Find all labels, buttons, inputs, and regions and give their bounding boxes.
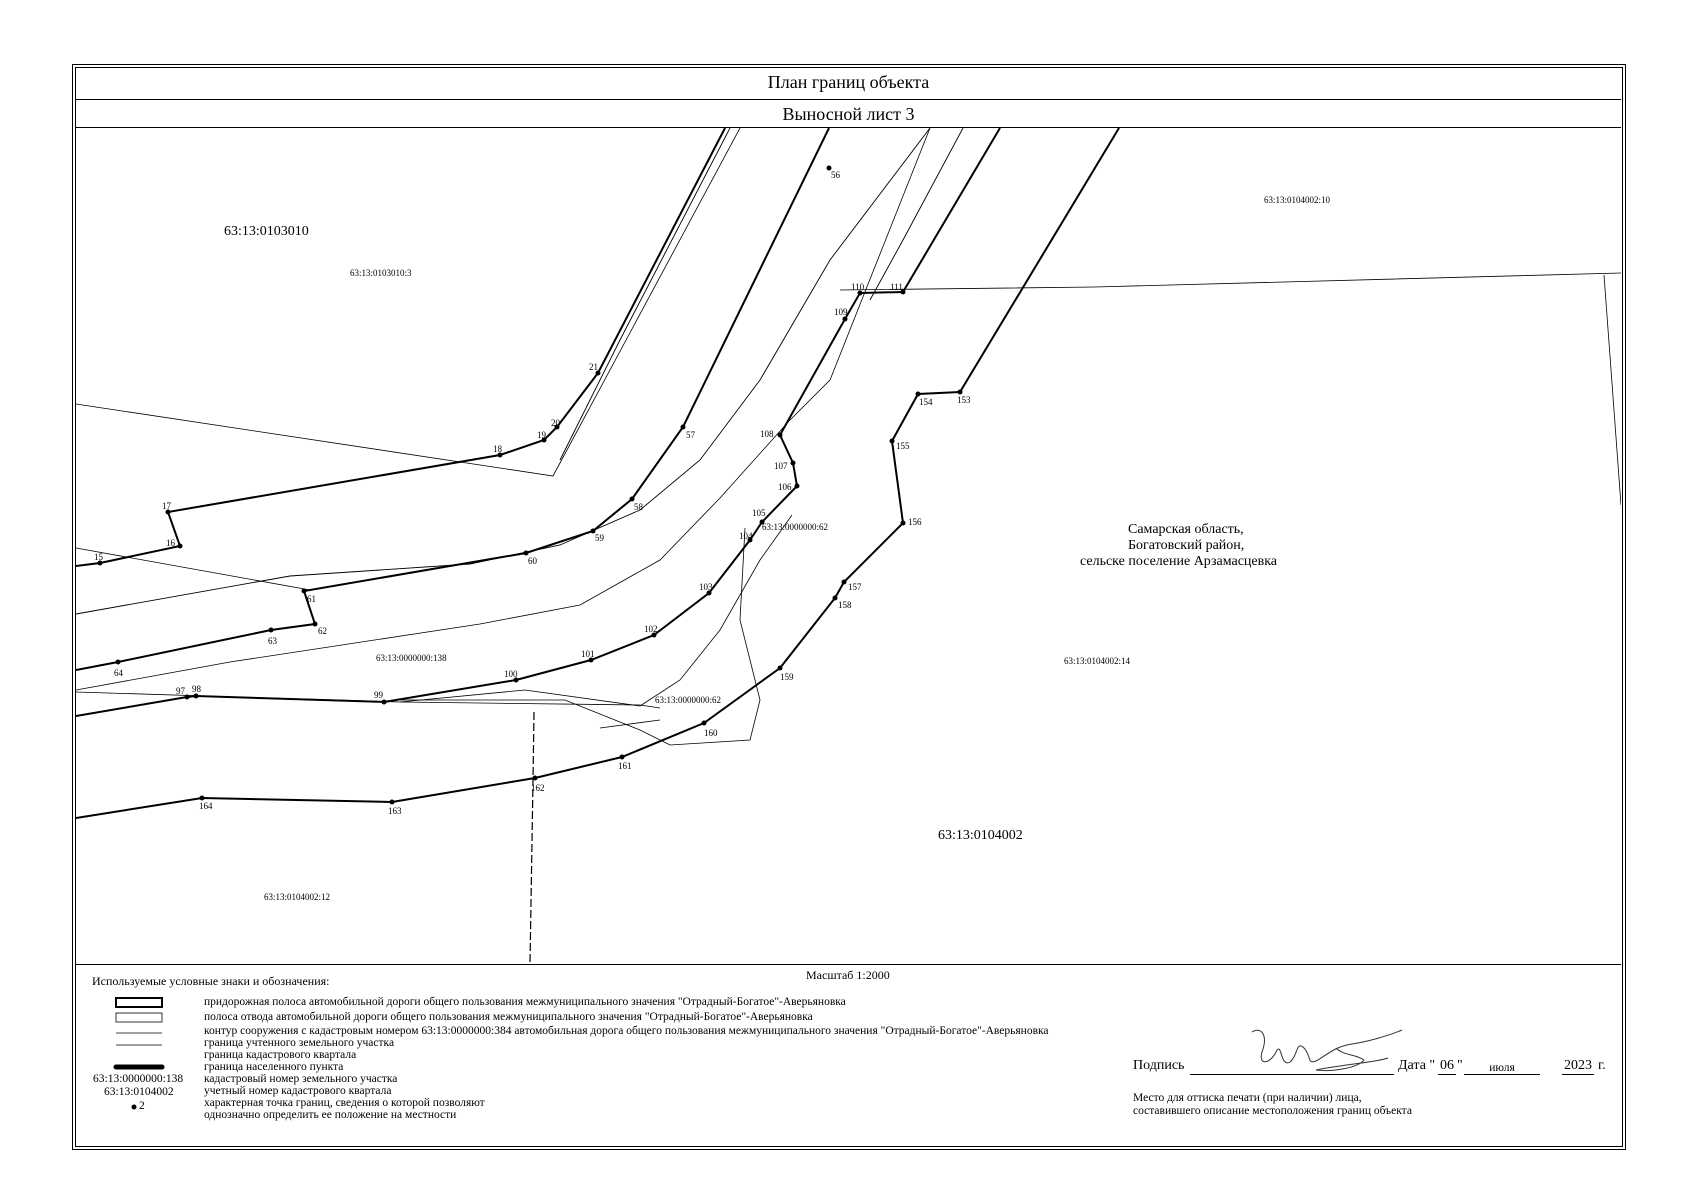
legend-point-label-sample: 2 bbox=[139, 1100, 145, 1112]
point-label: 109 bbox=[834, 307, 848, 317]
legend-symbols bbox=[113, 997, 165, 1110]
point-label: 105 bbox=[752, 508, 766, 518]
settlement-label-line3: сельске поселение Арзамасцевка bbox=[1080, 554, 1278, 569]
point-label: 20 bbox=[551, 418, 560, 428]
legend-item: придорожная полоса автомобильной дороги … bbox=[204, 996, 846, 1008]
title-divider bbox=[76, 99, 1621, 100]
legend-point-symbol bbox=[131, 1104, 137, 1110]
date-month: июля bbox=[1464, 1062, 1540, 1075]
point-label: 107 bbox=[774, 461, 788, 471]
parcel-label: 63:13:0104002:14 bbox=[1064, 656, 1131, 666]
point-label: 108 bbox=[760, 429, 774, 439]
point-label: 157 bbox=[848, 582, 862, 592]
parcel-label: 63:13:0000000:138 bbox=[376, 653, 447, 663]
date-day: 06 bbox=[1438, 1058, 1456, 1075]
legend-item: характерная точка границ, сведения о кот… bbox=[204, 1097, 485, 1109]
point-label: 56 bbox=[831, 170, 840, 180]
stamp-note-line1: Место для оттиска печати (при наличии) л… bbox=[1133, 1092, 1362, 1104]
point-label: 61 bbox=[307, 594, 316, 604]
stamp-note-line2: составившего описание местоположения гра… bbox=[1133, 1105, 1412, 1117]
point-label: 63 bbox=[268, 636, 277, 646]
date-label: Дата " bbox=[1398, 1058, 1436, 1073]
legend-item: контур сооружения с кадастровым номером … bbox=[204, 1025, 1049, 1037]
legend-quarter-number-sample: 63:13:0104002 bbox=[104, 1086, 174, 1098]
point-label: 15 bbox=[94, 552, 103, 562]
parcel-label: 63:13:0104002:10 bbox=[1264, 195, 1331, 205]
sheet-outer-frame bbox=[72, 64, 1626, 1150]
quarter-label: 63:13:0103010 bbox=[224, 224, 309, 239]
legend-roadside-strip-symbol bbox=[115, 997, 163, 1008]
point-label: 21 bbox=[589, 362, 598, 372]
point-label: 62 bbox=[318, 626, 327, 636]
point-label: 153 bbox=[957, 395, 971, 405]
settlement-label-line1: Самарская область, bbox=[1128, 522, 1244, 537]
point-label: 155 bbox=[896, 441, 910, 451]
parcel-boundaries bbox=[76, 128, 1621, 746]
point-label: 58 bbox=[634, 502, 643, 512]
sheet-subtitle: Выносной лист 3 bbox=[782, 104, 915, 124]
point-label: 104 bbox=[739, 531, 753, 541]
map-scale: Масштаб 1:2000 bbox=[806, 968, 890, 982]
date-year: 2023 bbox=[1562, 1058, 1594, 1075]
point-label: 110 bbox=[851, 282, 865, 292]
point-label: 162 bbox=[531, 783, 545, 793]
legend-title: Используемые условные знаки и обозначени… bbox=[92, 974, 330, 988]
point-label: 101 bbox=[581, 649, 595, 659]
point-label: 97 bbox=[176, 686, 185, 696]
point-label: 111 bbox=[890, 282, 903, 292]
legend-item: однозначно определить ее положение на ме… bbox=[204, 1109, 457, 1121]
point-label: 100 bbox=[504, 669, 518, 679]
handwritten-signature bbox=[1251, 1029, 1403, 1071]
point-label: 106 bbox=[778, 482, 792, 492]
quarter-label: 63:13:0104002 bbox=[938, 828, 1023, 843]
point-label: 18 bbox=[493, 444, 502, 454]
signature-line bbox=[1190, 1074, 1394, 1075]
sheet-inner-frame bbox=[75, 67, 1623, 1147]
point-label: 59 bbox=[595, 533, 604, 543]
legend-item: граница кадастрового квартала bbox=[204, 1049, 357, 1061]
legend-parcel-number-sample: 63:13:0000000:138 bbox=[93, 1073, 184, 1085]
date-quote-close: " bbox=[1457, 1058, 1463, 1073]
point-label: 160 bbox=[704, 728, 718, 738]
legend-item: учетный номер кадастрового квартала bbox=[204, 1085, 392, 1097]
parcel-label: 63:13:0000000:62 bbox=[762, 522, 829, 532]
page-title: План границ объекта bbox=[767, 72, 930, 92]
point-label: 158 bbox=[838, 600, 852, 610]
boundary-points bbox=[97, 165, 963, 805]
point-label: 161 bbox=[618, 761, 632, 771]
point-label: 159 bbox=[780, 672, 794, 682]
map-top-border bbox=[76, 127, 1621, 128]
legend-item: граница населенного пункта bbox=[204, 1061, 344, 1073]
legend-allowance-strip-symbol bbox=[115, 1012, 163, 1023]
legend-item: полоса отвода автомобильной дороги общег… bbox=[204, 1011, 813, 1023]
point-label: 163 bbox=[388, 806, 402, 816]
settlement-label-line2: Богатовский район, bbox=[1128, 538, 1245, 553]
point-label: 16 bbox=[166, 538, 175, 548]
date-year-suffix: г. bbox=[1598, 1058, 1606, 1073]
parcel-label: 63:13:0103010:3 bbox=[350, 268, 412, 278]
parcel-label: 63:13:0000000:62 bbox=[655, 695, 722, 705]
point-label: 19 bbox=[537, 430, 546, 440]
point-label: 99 bbox=[374, 690, 383, 700]
legend-item: граница учтенного земельного участка bbox=[204, 1037, 395, 1049]
point-label: 102 bbox=[644, 624, 658, 634]
point-label: 57 bbox=[686, 430, 695, 440]
point-label: 64 bbox=[114, 668, 123, 678]
map-bottom-border bbox=[76, 964, 1621, 965]
point-label: 164 bbox=[199, 801, 213, 811]
point-label: 17 bbox=[162, 501, 171, 511]
road-allowance-lines bbox=[76, 128, 964, 615]
quarter-boundary bbox=[529, 711, 535, 964]
point-label: 154 bbox=[919, 397, 933, 407]
point-label: 156 bbox=[908, 517, 922, 527]
point-label: 98 bbox=[192, 684, 201, 694]
parcel-label: 63:13:0104002:12 bbox=[264, 892, 331, 902]
point-label: 60 bbox=[528, 556, 537, 566]
signature-label: Подпись bbox=[1133, 1058, 1185, 1073]
point-label: 103 bbox=[699, 582, 713, 592]
legend-item: кадастровый номер земельного участка bbox=[204, 1073, 398, 1085]
